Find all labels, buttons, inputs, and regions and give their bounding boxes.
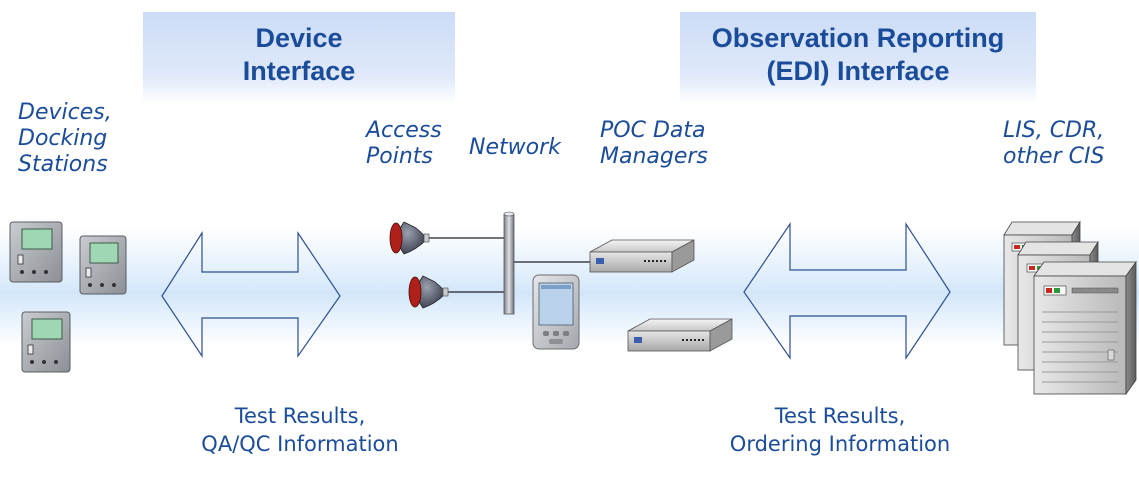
server-tower-icon — [1033, 260, 1137, 396]
data-manager-box-icon — [627, 318, 733, 352]
edi-interface-title: Observation Reporting (EDI) Interface — [670, 22, 1046, 88]
double-arrow-icon — [743, 221, 951, 360]
right-caption-line-2: Ordering Information — [729, 432, 951, 456]
handheld-device-icon — [79, 235, 127, 295]
pda-icon — [532, 274, 580, 350]
network-backbone-icon — [503, 211, 515, 315]
device-interface-title: Device Interface — [143, 22, 455, 88]
devices-label-line-3: Stations — [18, 152, 108, 177]
device-interface-line-2: Interface — [242, 56, 356, 86]
right-caption: Test Results, Ordering Information — [690, 402, 990, 458]
edi-interface-panel — [680, 12, 1036, 104]
access-point-icon — [389, 221, 430, 255]
handheld-device-icon — [21, 311, 71, 373]
access-points-label: Access Points — [366, 118, 442, 170]
edi-interface-line-1: Observation Reporting — [711, 23, 1005, 53]
left-caption: Test Results, QA/QC Information — [150, 402, 450, 458]
devices-label-line-1: Devices, — [18, 100, 112, 125]
device-interface-panel — [143, 12, 455, 104]
left-caption-line-2: QA/QC Information — [201, 432, 399, 456]
data-manager-box-icon — [589, 239, 695, 273]
handheld-device-icon — [9, 221, 63, 283]
left-caption-line-1: Test Results, — [234, 404, 366, 428]
right-caption-line-1: Test Results, — [774, 404, 906, 428]
access-points-line-1: Access — [366, 118, 442, 143]
poc-line-1: POC Data — [600, 118, 706, 143]
poc-data-managers-label: POC Data Managers — [600, 118, 708, 170]
access-points-line-2: Points — [366, 144, 433, 169]
devices-label-line-2: Docking — [18, 126, 108, 151]
network-links — [428, 237, 590, 293]
devices-label: Devices, Docking Stations — [18, 100, 112, 178]
edi-interface-line-2: (EDI) Interface — [766, 56, 950, 86]
device-interface-line-1: Device — [255, 23, 343, 53]
network-label: Network — [469, 135, 561, 160]
poc-line-2: Managers — [600, 144, 708, 169]
access-point-icon — [408, 275, 449, 309]
lis-line-2: other CIS — [1003, 144, 1105, 169]
lis-line-1: LIS, CDR, — [1003, 118, 1105, 143]
lis-cdr-label: LIS, CDR, other CIS — [1003, 118, 1104, 170]
double-arrow-icon — [161, 230, 341, 358]
